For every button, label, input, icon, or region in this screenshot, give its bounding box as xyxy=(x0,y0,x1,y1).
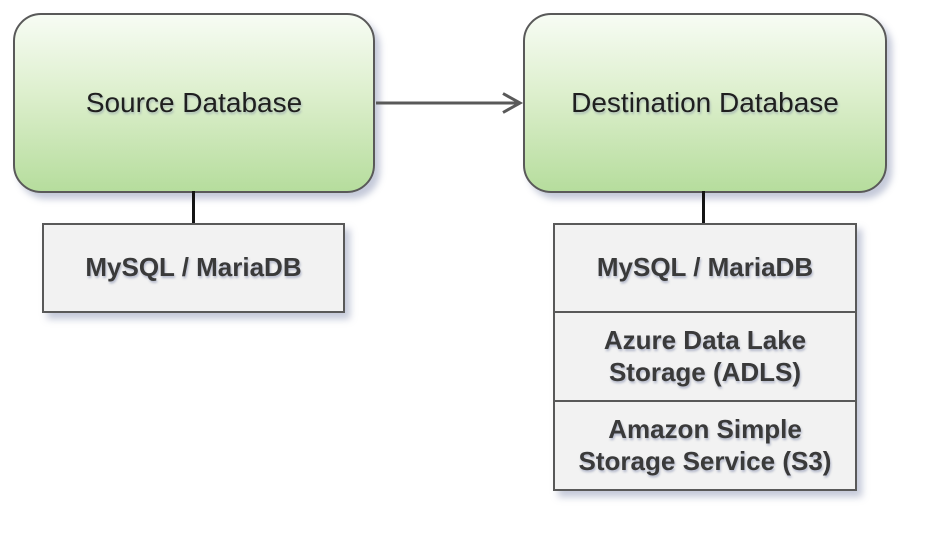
destination-options-list: MySQL / MariaDB Azure Data Lake Storage … xyxy=(553,223,857,491)
source-option-label: MySQL / MariaDB xyxy=(85,252,302,283)
destination-option-label: Azure Data Lake Storage (ADLS) xyxy=(603,324,807,387)
destination-option-label: Amazon Simple Storage Service (S3) xyxy=(578,413,832,476)
source-options-list: MySQL / MariaDB xyxy=(42,223,345,313)
destination-database-node: Destination Database xyxy=(523,13,887,193)
source-database-label: Source Database xyxy=(85,87,303,118)
destination-connector-line xyxy=(702,191,705,224)
source-connector-line xyxy=(192,191,195,224)
source-option-item: MySQL / MariaDB xyxy=(44,225,343,311)
destination-option-item: MySQL / MariaDB xyxy=(555,225,855,311)
destination-database-label: Destination Database xyxy=(571,87,839,118)
destination-option-item: Azure Data Lake Storage (ADLS) xyxy=(555,311,855,400)
destination-option-item: Amazon Simple Storage Service (S3) xyxy=(555,400,855,489)
source-database-node: Source Database xyxy=(13,13,375,193)
destination-option-label: MySQL / MariaDB xyxy=(596,252,814,283)
